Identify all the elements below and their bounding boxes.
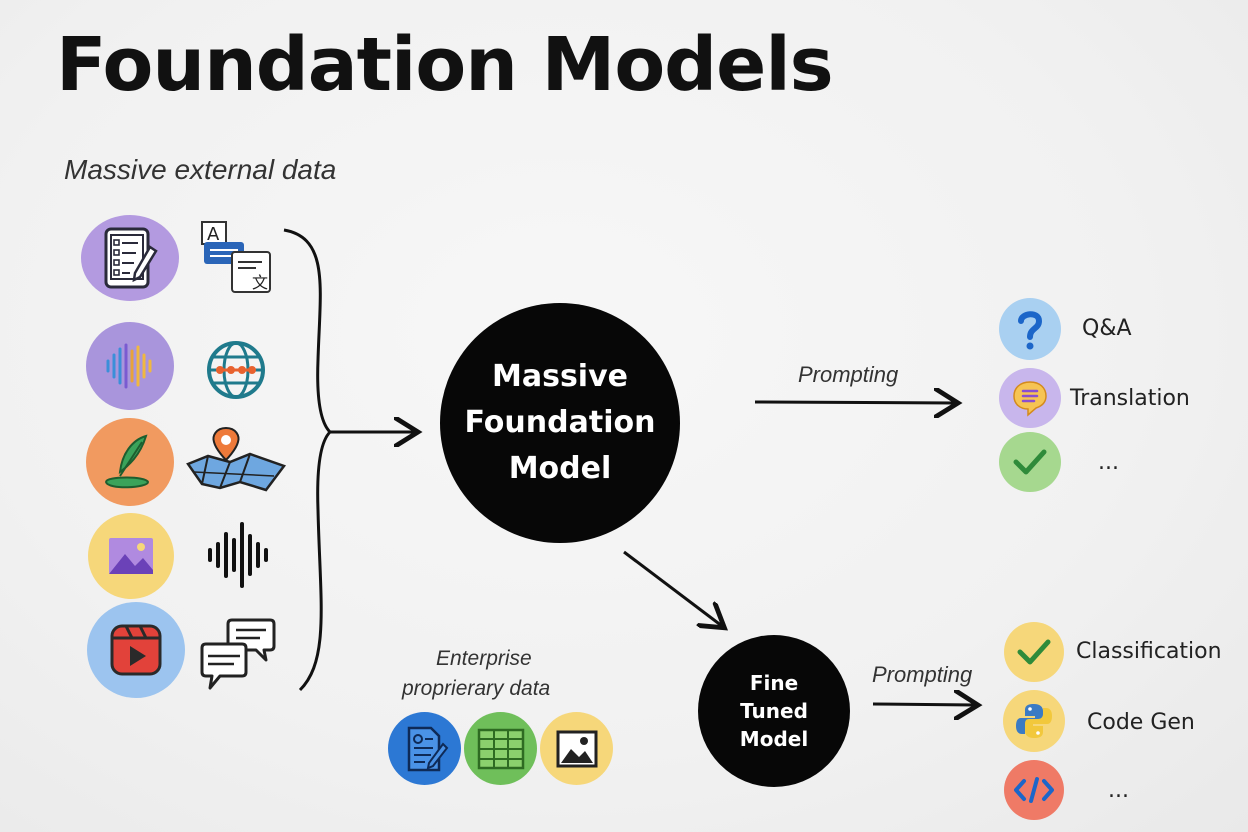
spreadsheet-icon [464, 712, 537, 785]
speech-bubble-icon [999, 368, 1061, 428]
output-label-qa: Q&A [1082, 316, 1132, 341]
foundation-model-line3: Model [508, 451, 612, 486]
prompting-label-top: Prompting [798, 362, 899, 387]
document-settings-icon [388, 712, 461, 785]
foundation-model-line2: Foundation [464, 405, 656, 440]
fine-tuned-line1: Fine [749, 671, 799, 695]
translate-icon: A 文 [196, 218, 278, 300]
globe-network-icon [204, 338, 268, 402]
arrow-to-fine-tuned [623, 550, 722, 626]
map-pin-icon [184, 424, 288, 494]
photo-icon [540, 712, 613, 785]
foundation-model-line1: Massive [492, 359, 628, 394]
sound-wave-icon [202, 518, 276, 592]
arrow-bottom-prompting [872, 704, 975, 705]
enterprise-data-line1: Enterprise [436, 647, 532, 670]
page-title: Foundation Models [56, 22, 834, 108]
svg-text:文: 文 [252, 273, 268, 292]
question-icon [999, 298, 1061, 360]
enterprise-data-line2: proprierary data [402, 677, 551, 700]
arrow-top-prompting [754, 402, 955, 403]
code-icon [1004, 760, 1064, 820]
video-play-icon [87, 602, 185, 698]
chat-bubbles-icon [198, 616, 278, 694]
svg-text:A: A [207, 224, 220, 245]
data-brace [283, 228, 333, 692]
fine-tuned-model-node: Fine Tuned Model [698, 635, 850, 787]
image-icon [88, 513, 174, 599]
checkmark-icon [999, 432, 1061, 492]
fine-tuned-line3: Model [739, 727, 809, 751]
output-label-more-top: ... [1098, 450, 1119, 475]
quill-pen-icon [86, 418, 174, 506]
audio-wave-icon [86, 322, 174, 410]
output-label-translation: Translation [1070, 386, 1190, 411]
external-data-label: Massive external data [64, 154, 337, 185]
checkmark-icon [1004, 622, 1064, 682]
output-label-classification: Classification [1076, 639, 1222, 664]
prompting-label-bottom: Prompting [872, 662, 973, 687]
output-label-more-bottom: ... [1108, 778, 1129, 803]
tablet-checklist-icon [81, 215, 179, 301]
fine-tuned-line2: Tuned [740, 699, 808, 723]
foundation-model-node: Massive Foundation Model [440, 303, 680, 543]
python-icon [1003, 690, 1065, 752]
output-label-code-gen: Code Gen [1087, 710, 1195, 735]
